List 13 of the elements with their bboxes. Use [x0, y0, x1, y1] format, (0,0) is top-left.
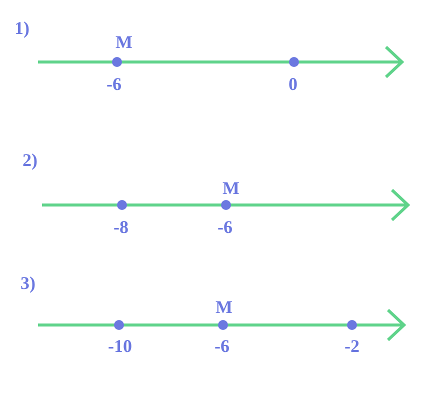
tick-label: -6 [214, 337, 230, 355]
tick-label: -6 [218, 218, 232, 236]
tick-label: 0 [288, 75, 298, 93]
tick-label: -8 [114, 218, 128, 236]
panel-number: 1) [14, 19, 30, 37]
panel-number: 2) [22, 151, 38, 169]
tick-label: -10 [108, 337, 132, 355]
point-label: M [116, 33, 132, 51]
tick-label: -2 [344, 337, 360, 355]
tick-label: -6 [106, 75, 122, 93]
point-label: M [216, 298, 232, 316]
point-label: M [222, 179, 240, 197]
panel-number: 3) [20, 274, 36, 292]
